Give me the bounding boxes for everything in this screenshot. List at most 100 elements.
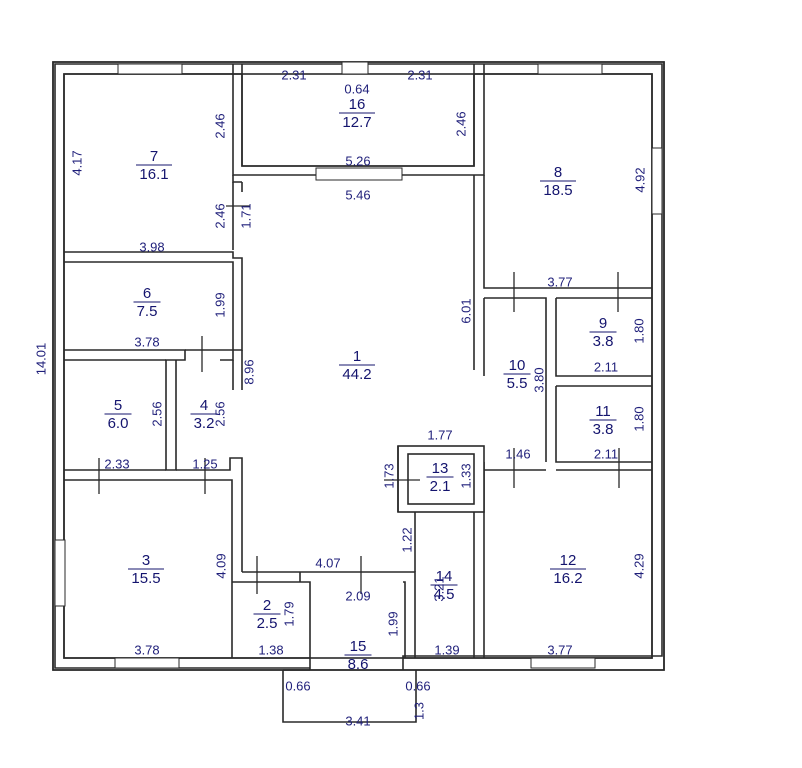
dimension-label: 3.78 (134, 334, 159, 349)
dimension-label: 1.77 (427, 427, 452, 442)
room-10: 105.5 (503, 357, 531, 392)
room-number: 16 (349, 96, 366, 113)
room-area: 18.5 (543, 182, 572, 199)
room-area: 12.7 (342, 114, 371, 131)
dimension-label: 2.56 (212, 401, 227, 426)
room-11: 113.8 (589, 403, 617, 438)
room-area: 4.5 (434, 586, 455, 603)
room-area: 6.0 (108, 415, 129, 432)
dimension-label: 2.11 (594, 359, 618, 374)
dimension-label: 3.78 (134, 642, 159, 657)
dimension-label: 2.31 (407, 67, 432, 82)
dimension-label: 1.39 (434, 642, 459, 657)
dimension-label: 4.17 (69, 150, 84, 175)
dimension-label: 2.09 (345, 588, 370, 603)
room-number: 1 (353, 348, 361, 365)
room-number: 5 (114, 397, 122, 414)
dimension-label: 1.38 (258, 642, 283, 657)
dimension-label: 1.46 (505, 446, 530, 461)
dimension-label: 3.41 (345, 713, 370, 728)
dimension-label: 3.77 (547, 642, 572, 657)
room-number: 11 (595, 403, 611, 420)
room-3: 315.5 (128, 552, 164, 587)
dimension-label: 1.33 (458, 463, 473, 488)
dimension-label: 3.80 (531, 367, 546, 392)
room-13: 132.1 (426, 460, 454, 495)
dimension-label: 1.73 (381, 463, 396, 488)
room-5: 56.0 (104, 397, 132, 432)
dimension-label: 2.46 (453, 111, 468, 136)
room-14: 144.5 (430, 568, 458, 603)
dimension-label: 4.09 (213, 553, 228, 578)
dimension-label: 4.92 (632, 167, 647, 192)
dimension-label: 1.80 (631, 318, 646, 343)
room-area: 2.5 (257, 615, 278, 632)
room-number: 15 (350, 638, 367, 655)
room-area: 16.1 (139, 166, 168, 183)
room-area: 8.6 (348, 656, 369, 673)
room-area: 3.8 (593, 421, 614, 438)
dimension-label: 2.46 (212, 113, 227, 138)
dimension-label: 2.56 (149, 401, 164, 426)
room-number: 6 (143, 285, 151, 302)
room-number: 4 (200, 397, 208, 414)
dimension-label: 3.21 (431, 576, 446, 601)
room-area: 5.5 (507, 375, 528, 392)
room-15: 158.6 (344, 638, 372, 673)
room-number: 7 (150, 148, 158, 165)
dimension-label: 1.79 (281, 601, 296, 626)
dimension-label: 2.33 (104, 456, 129, 471)
dimension-label: 0.66 (285, 678, 310, 693)
room-area: 3.8 (593, 333, 614, 350)
window (651, 147, 663, 215)
room-area: 7.5 (137, 303, 158, 320)
window (537, 63, 603, 75)
dimension-label: 3.77 (547, 274, 572, 289)
dimension-label: 2.11 (594, 446, 618, 461)
dimension-label: 4.07 (315, 555, 340, 570)
window (117, 63, 183, 75)
room-2: 22.5 (253, 597, 281, 632)
room-number: 13 (432, 460, 449, 477)
door-marks (98, 205, 620, 594)
windows (54, 63, 663, 669)
room-number: 12 (560, 552, 577, 569)
window (54, 539, 66, 607)
room-number: 9 (599, 315, 607, 332)
dimension-label: 4.29 (631, 553, 646, 578)
dimension-label: 0.64 (344, 81, 369, 96)
window (530, 657, 596, 669)
room-number: 10 (509, 357, 526, 374)
dimension-label: 2.31 (281, 67, 306, 82)
room-number: 2 (263, 597, 271, 614)
dimension-label: 1.99 (212, 292, 227, 317)
room-number: 14 (436, 568, 453, 585)
room-area: 44.2 (342, 366, 371, 383)
window (315, 167, 403, 181)
dimension-label: 8.96 (241, 359, 256, 384)
dimension-label: 1.3 (411, 702, 426, 720)
window (114, 657, 180, 669)
room-area: 2.1 (430, 478, 451, 495)
dimension-label: 1.80 (631, 406, 646, 431)
room-8: 818.5 (540, 164, 576, 199)
dimension-label: 5.26 (345, 153, 370, 168)
room-6: 67.5 (133, 285, 161, 320)
dimension-label: 1.99 (385, 611, 400, 636)
dimension-label: 5.46 (345, 187, 370, 202)
room-area: 15.5 (131, 570, 160, 587)
room-area: 3.2 (194, 415, 215, 432)
dimension-label: 1.71 (238, 203, 253, 228)
dimension-label: 1.22 (399, 527, 414, 552)
room-number: 8 (554, 164, 562, 181)
walls (52, 61, 665, 723)
dimension-label: 3.98 (139, 239, 164, 254)
room-1: 144.2 (339, 348, 375, 383)
dimension-label: 14.01 (33, 343, 48, 376)
dimension-label: 6.01 (458, 298, 473, 323)
